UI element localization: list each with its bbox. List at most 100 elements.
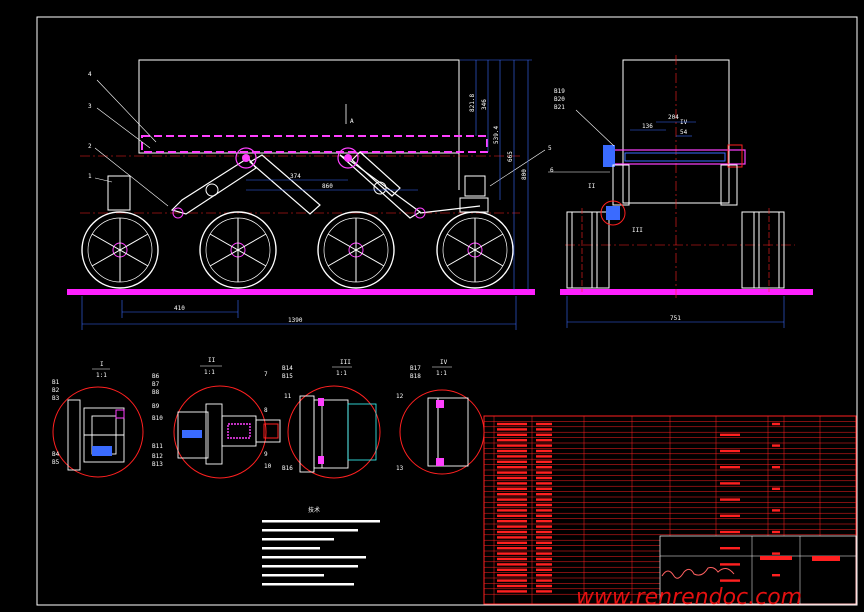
part-number-3: 3 bbox=[88, 103, 92, 110]
table-cell-text bbox=[497, 466, 527, 469]
end-wheel-centerlines bbox=[581, 208, 770, 292]
right-strut bbox=[720, 164, 738, 206]
table-cell-text bbox=[720, 579, 740, 582]
end-view: B19 B20 B21 II III IV 136 204 54 751 bbox=[554, 55, 813, 328]
dim-800: 800 bbox=[521, 169, 528, 180]
detail-ii-b11: B11 bbox=[152, 443, 163, 450]
table-cell-text bbox=[536, 514, 552, 517]
table-cell-text bbox=[497, 530, 527, 534]
detail-i-mark: I bbox=[100, 361, 104, 368]
rear-strut bbox=[464, 175, 486, 197]
table-cell-text bbox=[772, 574, 780, 577]
label-b21: B21 bbox=[554, 104, 565, 111]
table-cell-text bbox=[536, 590, 552, 593]
table-cell-text bbox=[497, 503, 527, 507]
end-hub bbox=[600, 200, 626, 226]
table-cell-text bbox=[497, 590, 527, 593]
detail-iv-b18: B18 bbox=[410, 373, 421, 380]
table-cell-text bbox=[536, 536, 552, 539]
ground-line bbox=[67, 289, 535, 295]
detail-mark-ii: II bbox=[588, 183, 596, 190]
table-cell-text bbox=[497, 547, 527, 550]
dim-136: 136 bbox=[642, 123, 653, 130]
table-cell-text bbox=[536, 552, 552, 555]
detail-ii-b9: B9 bbox=[152, 403, 160, 410]
side-dimension-lines bbox=[81, 59, 532, 330]
dim-751: 751 bbox=[670, 315, 681, 322]
table-cell-text bbox=[536, 568, 552, 571]
front-strut bbox=[107, 175, 131, 211]
table-cell-text bbox=[536, 482, 552, 485]
table-cell-text bbox=[497, 574, 527, 577]
table-cell-text bbox=[497, 428, 527, 431]
detail-ii-b7: B7 bbox=[152, 381, 160, 388]
detail-i: I 1:1 B1 B2 B3 B4 B5 bbox=[52, 361, 144, 478]
table-cell-text bbox=[772, 444, 780, 447]
watermark: www.renrendoc.com bbox=[576, 585, 802, 610]
table-cell-text bbox=[497, 536, 527, 539]
table-cell-text bbox=[720, 433, 740, 436]
table-cell-text bbox=[772, 509, 780, 512]
table-cell-text bbox=[497, 476, 527, 480]
detail-mark-iii: III bbox=[632, 227, 643, 234]
part-number-2: 2 bbox=[88, 143, 92, 150]
table-cell-text bbox=[536, 455, 552, 458]
detail-ii-b10: B10 bbox=[152, 415, 163, 422]
detail-ii-10: 10 bbox=[264, 463, 272, 470]
end-wheel-left bbox=[566, 211, 610, 289]
chassis-frame bbox=[141, 135, 488, 153]
label-b19: B19 bbox=[554, 88, 565, 95]
detail-ii-9: 9 bbox=[264, 451, 268, 458]
detail-i-b1: B1 bbox=[52, 379, 60, 386]
drawing-frame bbox=[36, 16, 858, 606]
table-cell-text bbox=[536, 460, 552, 463]
table-cell-text bbox=[536, 439, 552, 442]
side-view: 1 2 3 4 5 6 A 410 1390 374 860 bbox=[67, 59, 610, 330]
table-cell-text bbox=[497, 449, 527, 453]
detail-ii-b6: B6 bbox=[152, 373, 160, 380]
detail-iii-b16: B16 bbox=[282, 465, 293, 472]
table-cell-text bbox=[536, 428, 552, 431]
table-cells bbox=[497, 422, 780, 593]
end-dimension-lines bbox=[566, 121, 785, 328]
table-cell-text bbox=[497, 444, 527, 447]
detail-iv-b17: B17 bbox=[410, 365, 421, 372]
detail-iii-b14: B14 bbox=[282, 365, 293, 372]
table-cell-text bbox=[536, 547, 552, 550]
table-cell-text bbox=[497, 460, 527, 463]
table-cell-text bbox=[536, 471, 552, 474]
wheel-1 bbox=[81, 211, 159, 289]
detail-iii-b15: B15 bbox=[282, 373, 293, 380]
table-cell-text bbox=[536, 520, 552, 523]
detail-i-b2: B2 bbox=[52, 387, 60, 394]
dim-1390: 1390 bbox=[288, 317, 303, 324]
table-cell-text bbox=[720, 547, 740, 550]
table-cell-text bbox=[497, 433, 527, 436]
notes-title: 技术 bbox=[308, 506, 320, 514]
table-cell-text bbox=[536, 574, 552, 577]
detail-iv-mark: IV bbox=[440, 359, 448, 366]
table-cell-text bbox=[497, 557, 527, 561]
table-cell-text bbox=[536, 422, 552, 426]
label-b20: B20 bbox=[554, 96, 565, 103]
left-strut bbox=[612, 164, 630, 206]
end-hub-core bbox=[606, 206, 620, 220]
detail-iii-11: 11 bbox=[284, 393, 292, 400]
table-cell-text bbox=[536, 525, 552, 528]
table-cell-text bbox=[772, 422, 780, 426]
cross-shaft bbox=[604, 149, 746, 165]
table-cell-text bbox=[497, 422, 527, 426]
detail-ii-scale: 1:1 bbox=[204, 369, 215, 376]
table-cell-text bbox=[772, 552, 780, 555]
table-cell-text bbox=[720, 466, 740, 469]
table-cell-text bbox=[536, 563, 552, 566]
detail-ii-7: 7 bbox=[264, 371, 268, 378]
table-cell-text bbox=[536, 493, 552, 496]
part-number-1: 1 bbox=[88, 173, 92, 180]
dim-410: 410 bbox=[174, 305, 185, 312]
bearing-right bbox=[727, 144, 743, 168]
detail-iv-13: 13 bbox=[396, 465, 404, 472]
table-cell-text bbox=[536, 541, 552, 544]
detail-iv: IV 1:1 B17 B18 12 13 bbox=[396, 359, 485, 475]
